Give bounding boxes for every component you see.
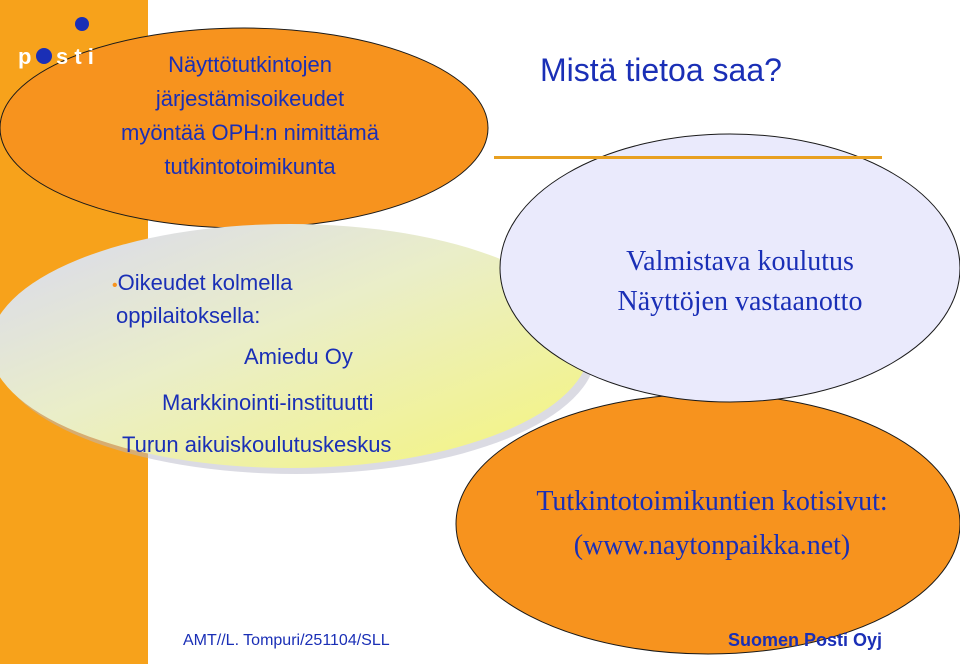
oval-middle-heading: •Oikeudet kolmella oppilaitoksella: bbox=[112, 268, 412, 331]
heading-line-1: Oikeudet kolmella bbox=[117, 270, 293, 295]
oval-top-line: tutkintotoimikunta bbox=[164, 154, 336, 179]
footer-left: AMT//L. Tompuri/251104/SLL bbox=[183, 632, 390, 649]
posti-logo-icon: p s t i bbox=[18, 17, 94, 69]
oval-top-text: Näyttötutkintojen järjestämisoikeudet my… bbox=[40, 48, 460, 184]
oval-bottom-line: Tutkintotoimikuntien kotisivut: bbox=[536, 486, 888, 517]
oval-middle bbox=[0, 224, 590, 468]
title-underline bbox=[494, 156, 882, 159]
oval-bottom-text: Tutkintotoimikuntien kotisivut: (www.nay… bbox=[462, 480, 960, 568]
oval-top-line: myöntää OPH:n nimittämä bbox=[121, 120, 379, 145]
oval-middle-item: Turun aikuiskoulutuskeskus bbox=[122, 432, 392, 457]
oval-middle-item: Markkinointi-instituutti bbox=[162, 390, 374, 415]
heading-line-2: oppilaitoksella: bbox=[116, 303, 261, 328]
bullet: • bbox=[112, 277, 118, 294]
oval-top-line: järjestämisoikeudet bbox=[155, 86, 345, 111]
svg-text:p: p bbox=[18, 44, 31, 69]
oval-right bbox=[499, 133, 960, 403]
oval-top-line: Näyttötutkintojen bbox=[168, 52, 332, 77]
oval-right-line: Näyttöjen vastaanotto bbox=[617, 286, 863, 317]
svg-text:s t i: s t i bbox=[56, 44, 94, 69]
page-title: Mistä tietoa saa? bbox=[540, 52, 782, 88]
oval-middle-item: Amiedu Oy bbox=[244, 344, 353, 369]
posti-logo: p s t i bbox=[14, 12, 114, 72]
oval-bottom-line: (www.naytonpaikka.net) bbox=[573, 530, 851, 561]
oval-right-text: Valmistava koulutus Näyttöjen vastaanott… bbox=[540, 242, 940, 322]
footer-right: Suomen Posti Oyj bbox=[728, 630, 883, 650]
oval-right-line: Valmistava koulutus bbox=[626, 246, 854, 277]
